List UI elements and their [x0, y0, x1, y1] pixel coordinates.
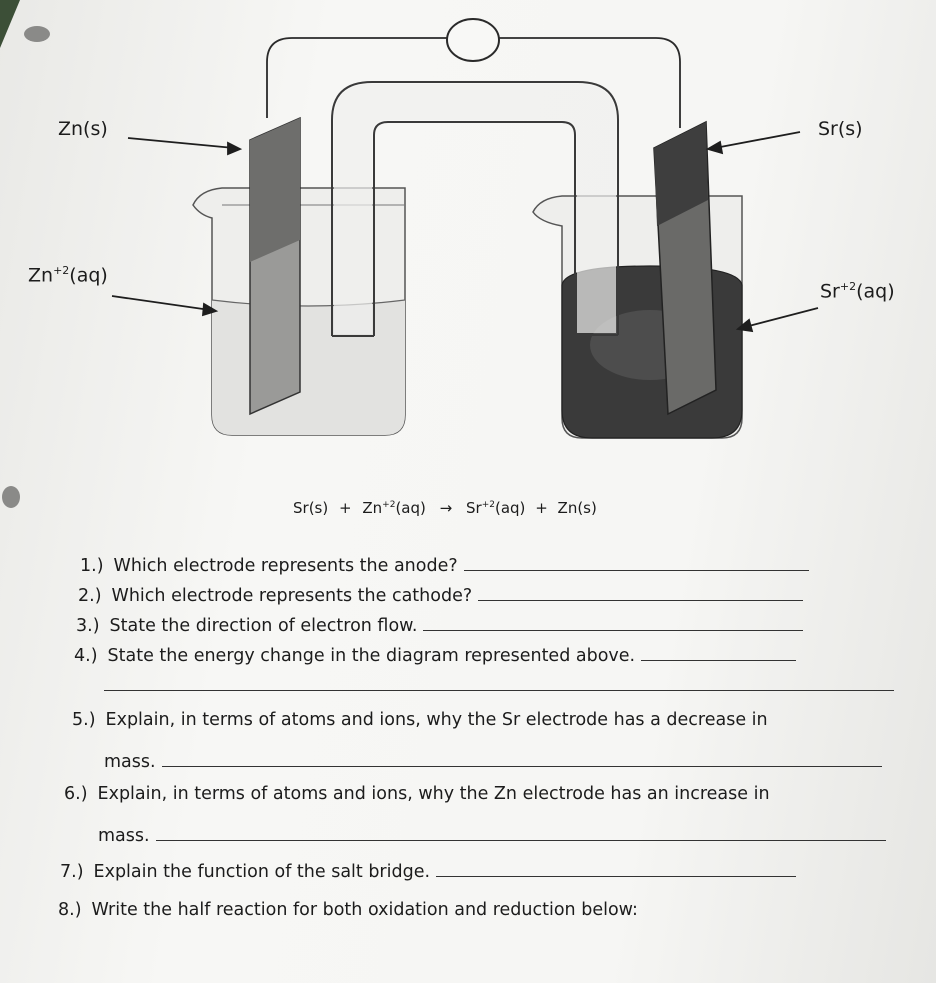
answer-blank-5[interactable] [161, 765, 882, 767]
punch-hole-middle [2, 486, 20, 508]
answer-blank-7[interactable] [436, 875, 797, 877]
label-sr-solid: Sr(s) [818, 118, 863, 140]
page-corner-shadow [0, 0, 20, 48]
question-7: 7.)Explain the function of the salt brid… [60, 862, 797, 882]
punch-hole-top [24, 26, 50, 42]
question-3: 3.)State the direction of electron flow. [76, 616, 804, 636]
reaction-equation: Sr(s) + Zn+2(aq) → Sr+2(aq) + Zn(s) [293, 499, 597, 517]
label-zn-ion: Zn+2(aq) [28, 264, 108, 287]
electrochemical-cell-diagram [111, 18, 819, 439]
answer-blank-2[interactable] [478, 599, 804, 601]
arrow-zn-ion [111, 295, 211, 311]
answer-line-4b[interactable] [104, 690, 894, 691]
voltmeter-icon [446, 18, 500, 62]
answer-blank-3[interactable] [423, 629, 804, 631]
wire-left [266, 37, 448, 118]
arrow-zn-solid [127, 137, 235, 149]
question-6-continuation: mass. [98, 826, 886, 846]
salt-bridge [331, 81, 619, 337]
arrow-sr-ion [744, 307, 819, 328]
question-8: 8.)Write the half reaction for both oxid… [58, 900, 638, 920]
question-4: 4.)State the energy change in the diagra… [74, 646, 797, 666]
label-sr-ion: Sr+2(aq) [820, 280, 895, 303]
question-2: 2.)Which electrode represents the cathod… [78, 586, 804, 606]
arrow-sr-solid [714, 131, 801, 149]
question-5: 5.)Explain, in terms of atoms and ions, … [72, 710, 768, 730]
question-6: 6.)Explain, in terms of atoms and ions, … [64, 784, 770, 804]
answer-blank-1[interactable] [463, 569, 809, 571]
answer-blank-6[interactable] [155, 839, 886, 841]
question-5-continuation: mass. [104, 752, 882, 772]
wire-right [498, 37, 681, 128]
question-1: 1.)Which electrode represents the anode? [80, 556, 809, 576]
label-zn-solid: Zn(s) [58, 118, 108, 140]
answer-blank-4[interactable] [641, 659, 797, 661]
